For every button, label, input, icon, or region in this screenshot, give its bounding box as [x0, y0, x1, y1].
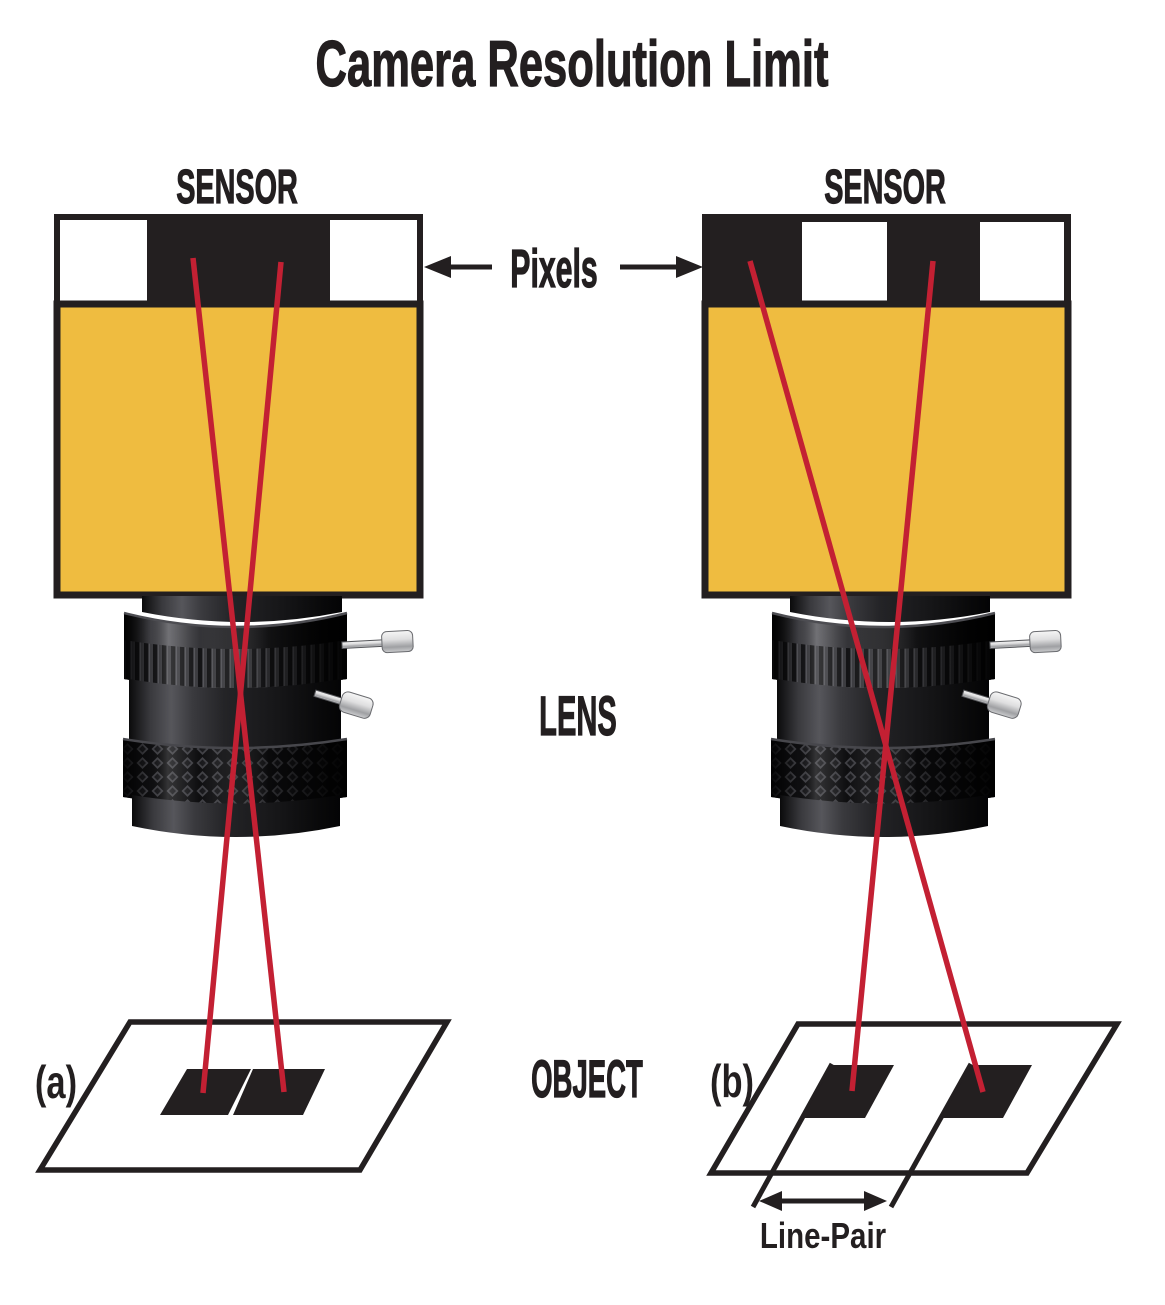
camera-lens-a: [121, 594, 415, 839]
lens-label: LENS: [539, 686, 617, 747]
camera-b: [701, 214, 1122, 1211]
ray-b-right: [849, 260, 936, 1092]
camera-body-b: [701, 300, 1072, 599]
arrow-head-right-icon: [864, 1191, 887, 1211]
ray-a-left: [190, 257, 287, 1093]
panel-label-a: (a): [35, 1056, 77, 1108]
ray-b-left: [747, 260, 986, 1093]
object-mark-b2: [942, 1065, 1032, 1118]
panel-label-b: (b): [710, 1055, 754, 1107]
pixels-label: Pixels: [510, 239, 597, 299]
sensor-label-b: SENSOR: [824, 161, 946, 214]
line-pair-leader-right: [888, 1062, 974, 1209]
arrow-head-left-icon: [759, 1191, 782, 1211]
line-pair-label: Line-Pair: [760, 1215, 886, 1255]
object-mark-a2: [233, 1069, 325, 1115]
line-pair-dimension-arrow: [759, 1191, 887, 1211]
pixels-arrow-left-icon: [424, 256, 492, 278]
light-rays: [190, 257, 986, 1094]
sensor-pixel-light-b1: [802, 222, 887, 302]
object-plane-b: [706, 1021, 1122, 1176]
sensor-label-a: SENSOR: [176, 161, 298, 214]
ray-a-right: [200, 261, 284, 1094]
pixels-callout: [424, 256, 703, 278]
figure-title: Camera Resolution Limit: [316, 27, 829, 100]
pixels-arrow-right-icon: [620, 256, 703, 278]
sensor-pixel-dark-a: [147, 220, 330, 304]
sensor-pixel-light-b2: [980, 222, 1064, 302]
object-mark-b1: [803, 1065, 894, 1118]
line-pair-leader-left: [750, 1062, 835, 1209]
camera-body-a: [53, 300, 424, 599]
camera-lens-b: [769, 594, 1063, 839]
object-label: OBJECT: [531, 1049, 643, 1108]
camera-a: [35, 214, 452, 1173]
